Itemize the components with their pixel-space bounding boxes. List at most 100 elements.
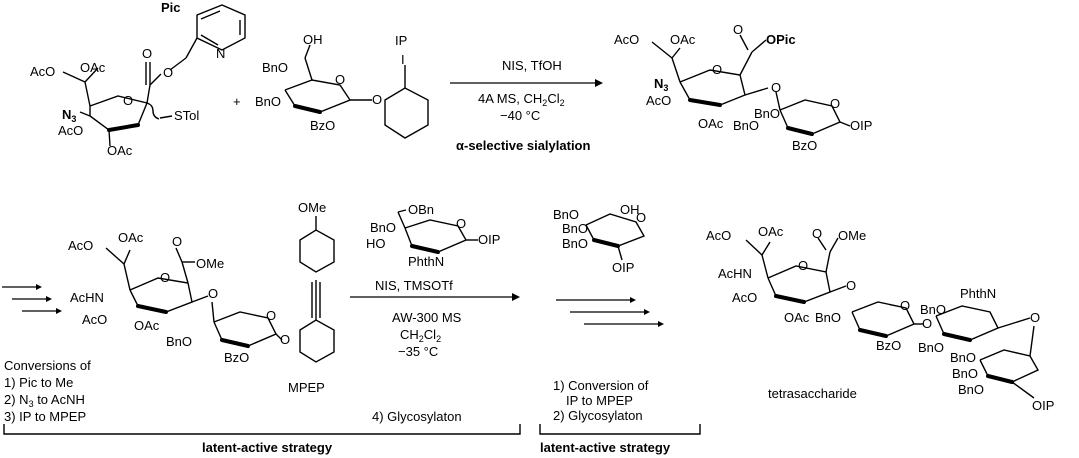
glcn-bno: BnO	[370, 220, 396, 235]
strategy-label-2: latent-active strategy	[540, 440, 671, 455]
steps2-line2: IP to MPEP	[566, 393, 633, 408]
tetra-gal-o: O	[900, 298, 910, 313]
steps2-line1: 1) Conversion of	[553, 378, 649, 393]
gal-bzo: BzO	[310, 118, 335, 133]
cond-bottom-3: CH2Cl2	[400, 327, 441, 344]
tetra-link-o2: O	[922, 316, 932, 331]
tetra-aco2: AcO	[732, 290, 757, 305]
oac-top: OAc	[80, 60, 106, 75]
mpep-phenyl	[299, 319, 335, 363]
mpep-anisole	[299, 229, 335, 273]
aco-left: AcO	[58, 123, 83, 138]
int-bzo: BzO	[224, 350, 249, 365]
ip-label: IP	[395, 33, 407, 48]
prod-bno: BnO	[754, 106, 780, 121]
cond-top-1: NIS, TfOH	[502, 58, 562, 73]
int-gal-o: O	[266, 308, 276, 323]
man-bno3: BnO	[562, 236, 588, 251]
prod-link-o: O	[771, 80, 781, 95]
prod-aco: AcO	[614, 32, 639, 47]
pyridine-ring	[196, 4, 246, 51]
conversions-list: Conversions of 1) Pic to Me 2) N3 to AcN…	[4, 358, 462, 424]
ring-o: O	[123, 93, 133, 108]
pyridine-n: N	[216, 46, 225, 61]
conversion-1: 1) Pic to Me	[4, 375, 73, 390]
cond-top-3: −40 °C	[500, 108, 540, 123]
tetra-oip: OIP	[1032, 398, 1054, 413]
tetra-link-o3: O	[1030, 310, 1040, 325]
prod-aco2: AcO	[646, 93, 671, 108]
glcn-phthn: PhthN	[408, 254, 444, 269]
multistep-arrows	[556, 297, 664, 327]
prod-bzo: BzO	[792, 138, 817, 153]
tetra-bno2: BnO	[920, 302, 946, 317]
glcn-obn: OBn	[408, 202, 434, 217]
int-acnh: AcHN	[70, 290, 104, 305]
strategy-label-1: latent-active strategy	[202, 440, 333, 455]
cond-bottom-4: −35 °C	[398, 344, 438, 359]
bottom-reaction-arrow: NIS, TMSOTf AW-300 MS CH2Cl2 −35 °C	[350, 278, 520, 359]
top-reaction-arrow: NIS, TfOH 4A MS, CH2Cl2 −40 °C α-selecti…	[450, 58, 603, 153]
gal-aryl-o: O	[372, 92, 382, 107]
glcn-acceptor: OBn O BnO HO OIP PhthN	[366, 202, 500, 269]
gal-bno-left: BnO	[255, 94, 281, 109]
gal-oh: OH	[303, 32, 323, 47]
glycosylation-step: 4) Glycosylaton	[372, 409, 462, 424]
man-bno2: BnO	[562, 221, 588, 236]
intermediate-disaccharide: AcO OAc OMe O O AcHN AcO OAc O O BnO BzO…	[68, 200, 335, 395]
cond-bottom-1: NIS, TMSOTf	[375, 278, 453, 293]
cond-bottom-2: AW-300 MS	[392, 310, 462, 325]
int-carbonyl-o: O	[172, 234, 182, 249]
prod-oac2: OAc	[698, 116, 724, 131]
glcn-ho: HO	[366, 236, 386, 251]
man-bno1: BnO	[553, 207, 579, 222]
tetra-bno4: BnO	[950, 350, 976, 365]
int-aco2: AcO	[82, 312, 107, 327]
tetra-oac2: OAc	[784, 310, 810, 325]
carbonyl-o: O	[142, 46, 152, 61]
mannose-acceptor: O OH BnO BnO BnO OIP	[553, 202, 646, 275]
galactose-acceptor: O OH BnO BnO BzO O I IP	[255, 32, 429, 139]
man-oh: OH	[620, 202, 640, 217]
prod-carbonyl-o: O	[733, 22, 743, 37]
int-ome: OMe	[196, 256, 224, 271]
tetra-aco: AcO	[706, 228, 731, 243]
gal-bno-top: BnO	[262, 60, 288, 75]
leading-arrows	[2, 284, 62, 314]
int-aryl-o: O	[280, 332, 290, 347]
ester-o: O	[163, 65, 173, 80]
prod-gal-o: O	[830, 96, 840, 111]
pic-label: Pic	[161, 0, 181, 15]
prod-n3: N3	[654, 76, 668, 93]
steps2-line3: 2) Glycosylaton	[553, 408, 643, 423]
tetra-bno6: BnO	[958, 382, 984, 397]
tetra-carbonyl-o: O	[812, 226, 822, 241]
prod-ring-o: O	[712, 62, 722, 77]
gal-ring-o: O	[335, 72, 345, 87]
steps2-list: 1) Conversion of IP to MPEP 2) Glycosyla…	[553, 378, 649, 423]
tetra-acnh: AcHN	[718, 266, 752, 281]
man-oip: OIP	[612, 260, 634, 275]
tetra-bno5: BnO	[952, 366, 978, 381]
iodophenyl-ring	[384, 87, 429, 139]
tetra-link-o: O	[846, 278, 856, 293]
mpep-label: MPEP	[288, 380, 325, 395]
iodo-label: I	[401, 52, 405, 67]
tetra-oac: OAc	[758, 224, 784, 239]
alpha-selective-caption: α-selective sialylation	[456, 138, 591, 153]
tetra-ome: OMe	[838, 228, 866, 243]
tetra-bno1: BnO	[815, 310, 841, 325]
wavy-bond	[146, 102, 160, 120]
tetra-phthn: PhthN	[960, 286, 996, 301]
int-ring-o: O	[160, 270, 170, 285]
stol-label: STol	[174, 108, 199, 123]
cond-top-2: 4A MS, CH2Cl2	[478, 91, 565, 108]
top-product: AcO OAc OPic O O N3 AcO OAc O O BnO BnO …	[614, 22, 872, 153]
sialyl-donor: N Pic O O O STol AcO OAc N3 AcO OAc	[30, 0, 246, 158]
tetrasaccharide: AcO OAc OMe O O AcHN AcO OAc O O BnO BzO…	[706, 224, 1054, 413]
int-link-o: O	[208, 286, 218, 301]
glcn-ring-o: O	[456, 216, 466, 231]
glcn-oip: OIP	[478, 232, 500, 247]
int-oac2: OAc	[134, 318, 160, 333]
